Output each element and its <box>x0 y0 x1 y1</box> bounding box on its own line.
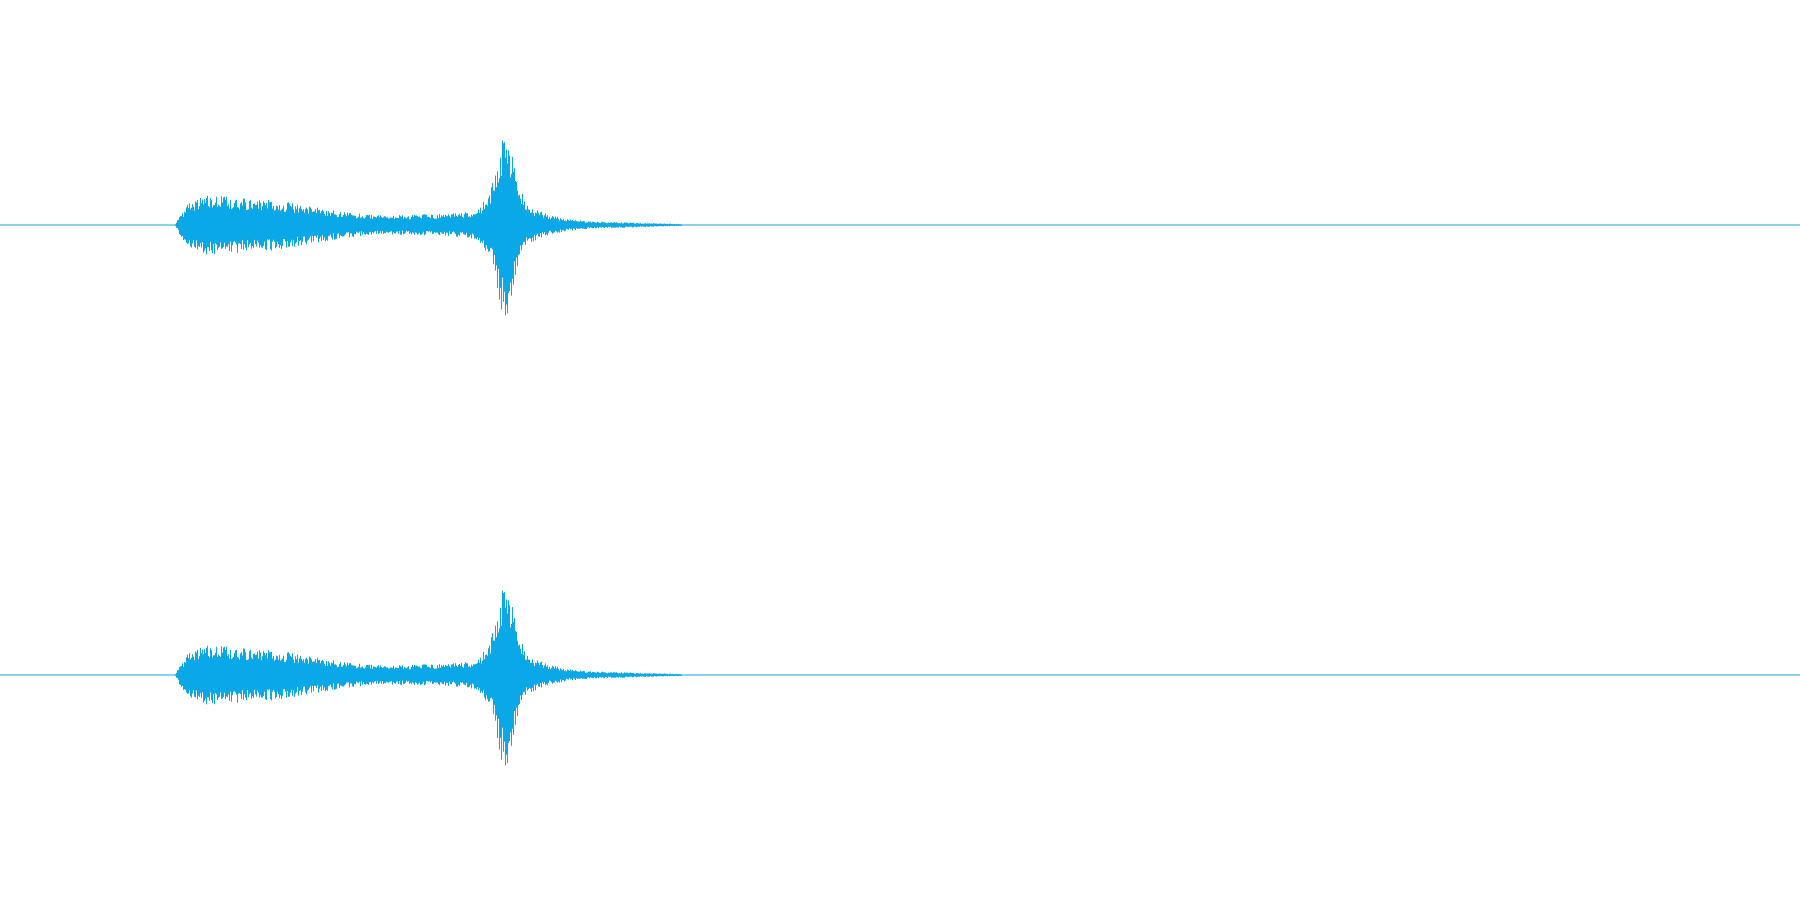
waveform-channel-1 <box>0 140 1800 316</box>
channels-layer <box>0 140 1800 766</box>
waveform-signal <box>175 140 684 316</box>
waveform-channel-2 <box>0 590 1800 766</box>
waveform-signal <box>175 590 684 766</box>
